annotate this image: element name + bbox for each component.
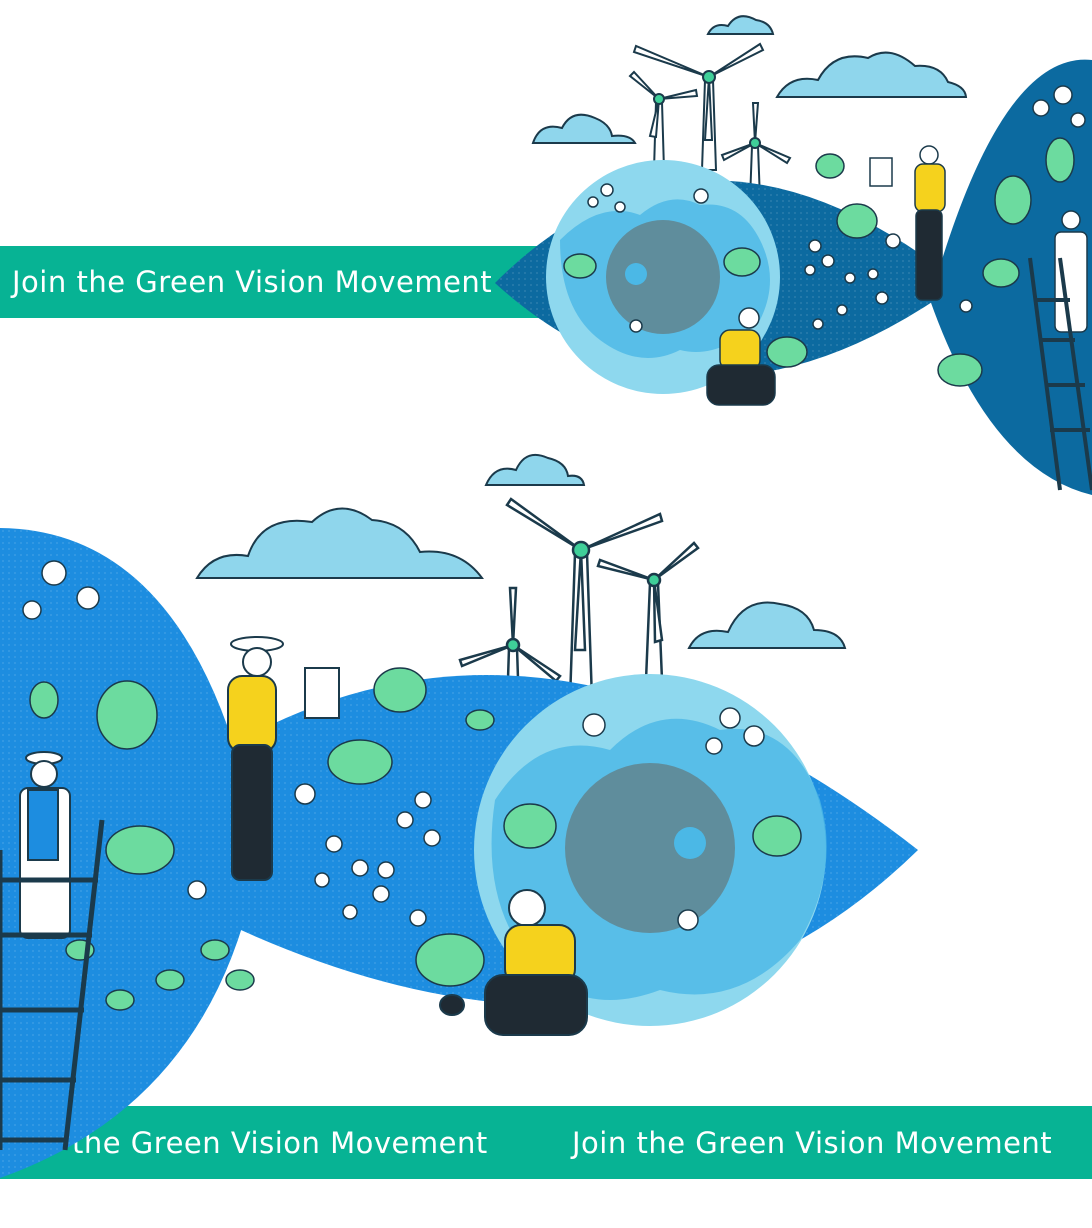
- person-figure: [869, 145, 946, 301]
- person-figure: [706, 307, 776, 406]
- bottom-banner-text-partial: the Green Vision Movement: [72, 1126, 488, 1160]
- top-eye-illustration: [495, 15, 1092, 495]
- cloud-icon: [195, 507, 484, 579]
- cloud-icon: [484, 454, 586, 486]
- tree-icon: [563, 137, 1075, 387]
- cloud-icon: [706, 15, 775, 35]
- wind-turbine-icon: [505, 497, 664, 702]
- tree-icon: [29, 667, 802, 1011]
- bottom-banner-text-full: Join the Green Vision Movement: [572, 1126, 1053, 1160]
- person-figure: [19, 751, 71, 939]
- watering-can-icon: [304, 667, 340, 719]
- wind-turbine-icon: [596, 541, 700, 682]
- bottom-eye-illustration: [0, 454, 918, 1178]
- wind-turbine-icon: [632, 42, 765, 171]
- top-banner-text: Join the Green Vision Movement: [12, 265, 493, 299]
- cloud-icon: [531, 113, 637, 144]
- watering-can-icon: [869, 157, 893, 187]
- flower-icon: [22, 560, 765, 931]
- person-figure: [227, 636, 340, 881]
- flower-icon: [587, 85, 1086, 333]
- top-banner: Join the Green Vision Movement: [0, 246, 560, 318]
- ladder-icon: [0, 819, 105, 1151]
- bottom-banner: the Green Vision Movement Join the Green…: [0, 1106, 1092, 1179]
- ladder-icon: [1028, 257, 1092, 491]
- cloud-icon: [775, 51, 968, 98]
- wind-turbine-icon: [628, 70, 699, 171]
- cloud-icon: [687, 601, 847, 649]
- person-figure: [439, 889, 588, 1036]
